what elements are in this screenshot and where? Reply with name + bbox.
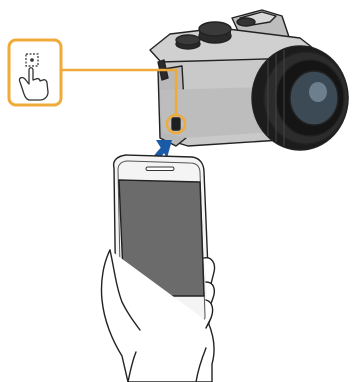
camera [150, 10, 348, 150]
nfc-antenna-mark [172, 118, 180, 130]
nfc-touch-icon [9, 40, 61, 105]
control-dial [237, 18, 255, 26]
